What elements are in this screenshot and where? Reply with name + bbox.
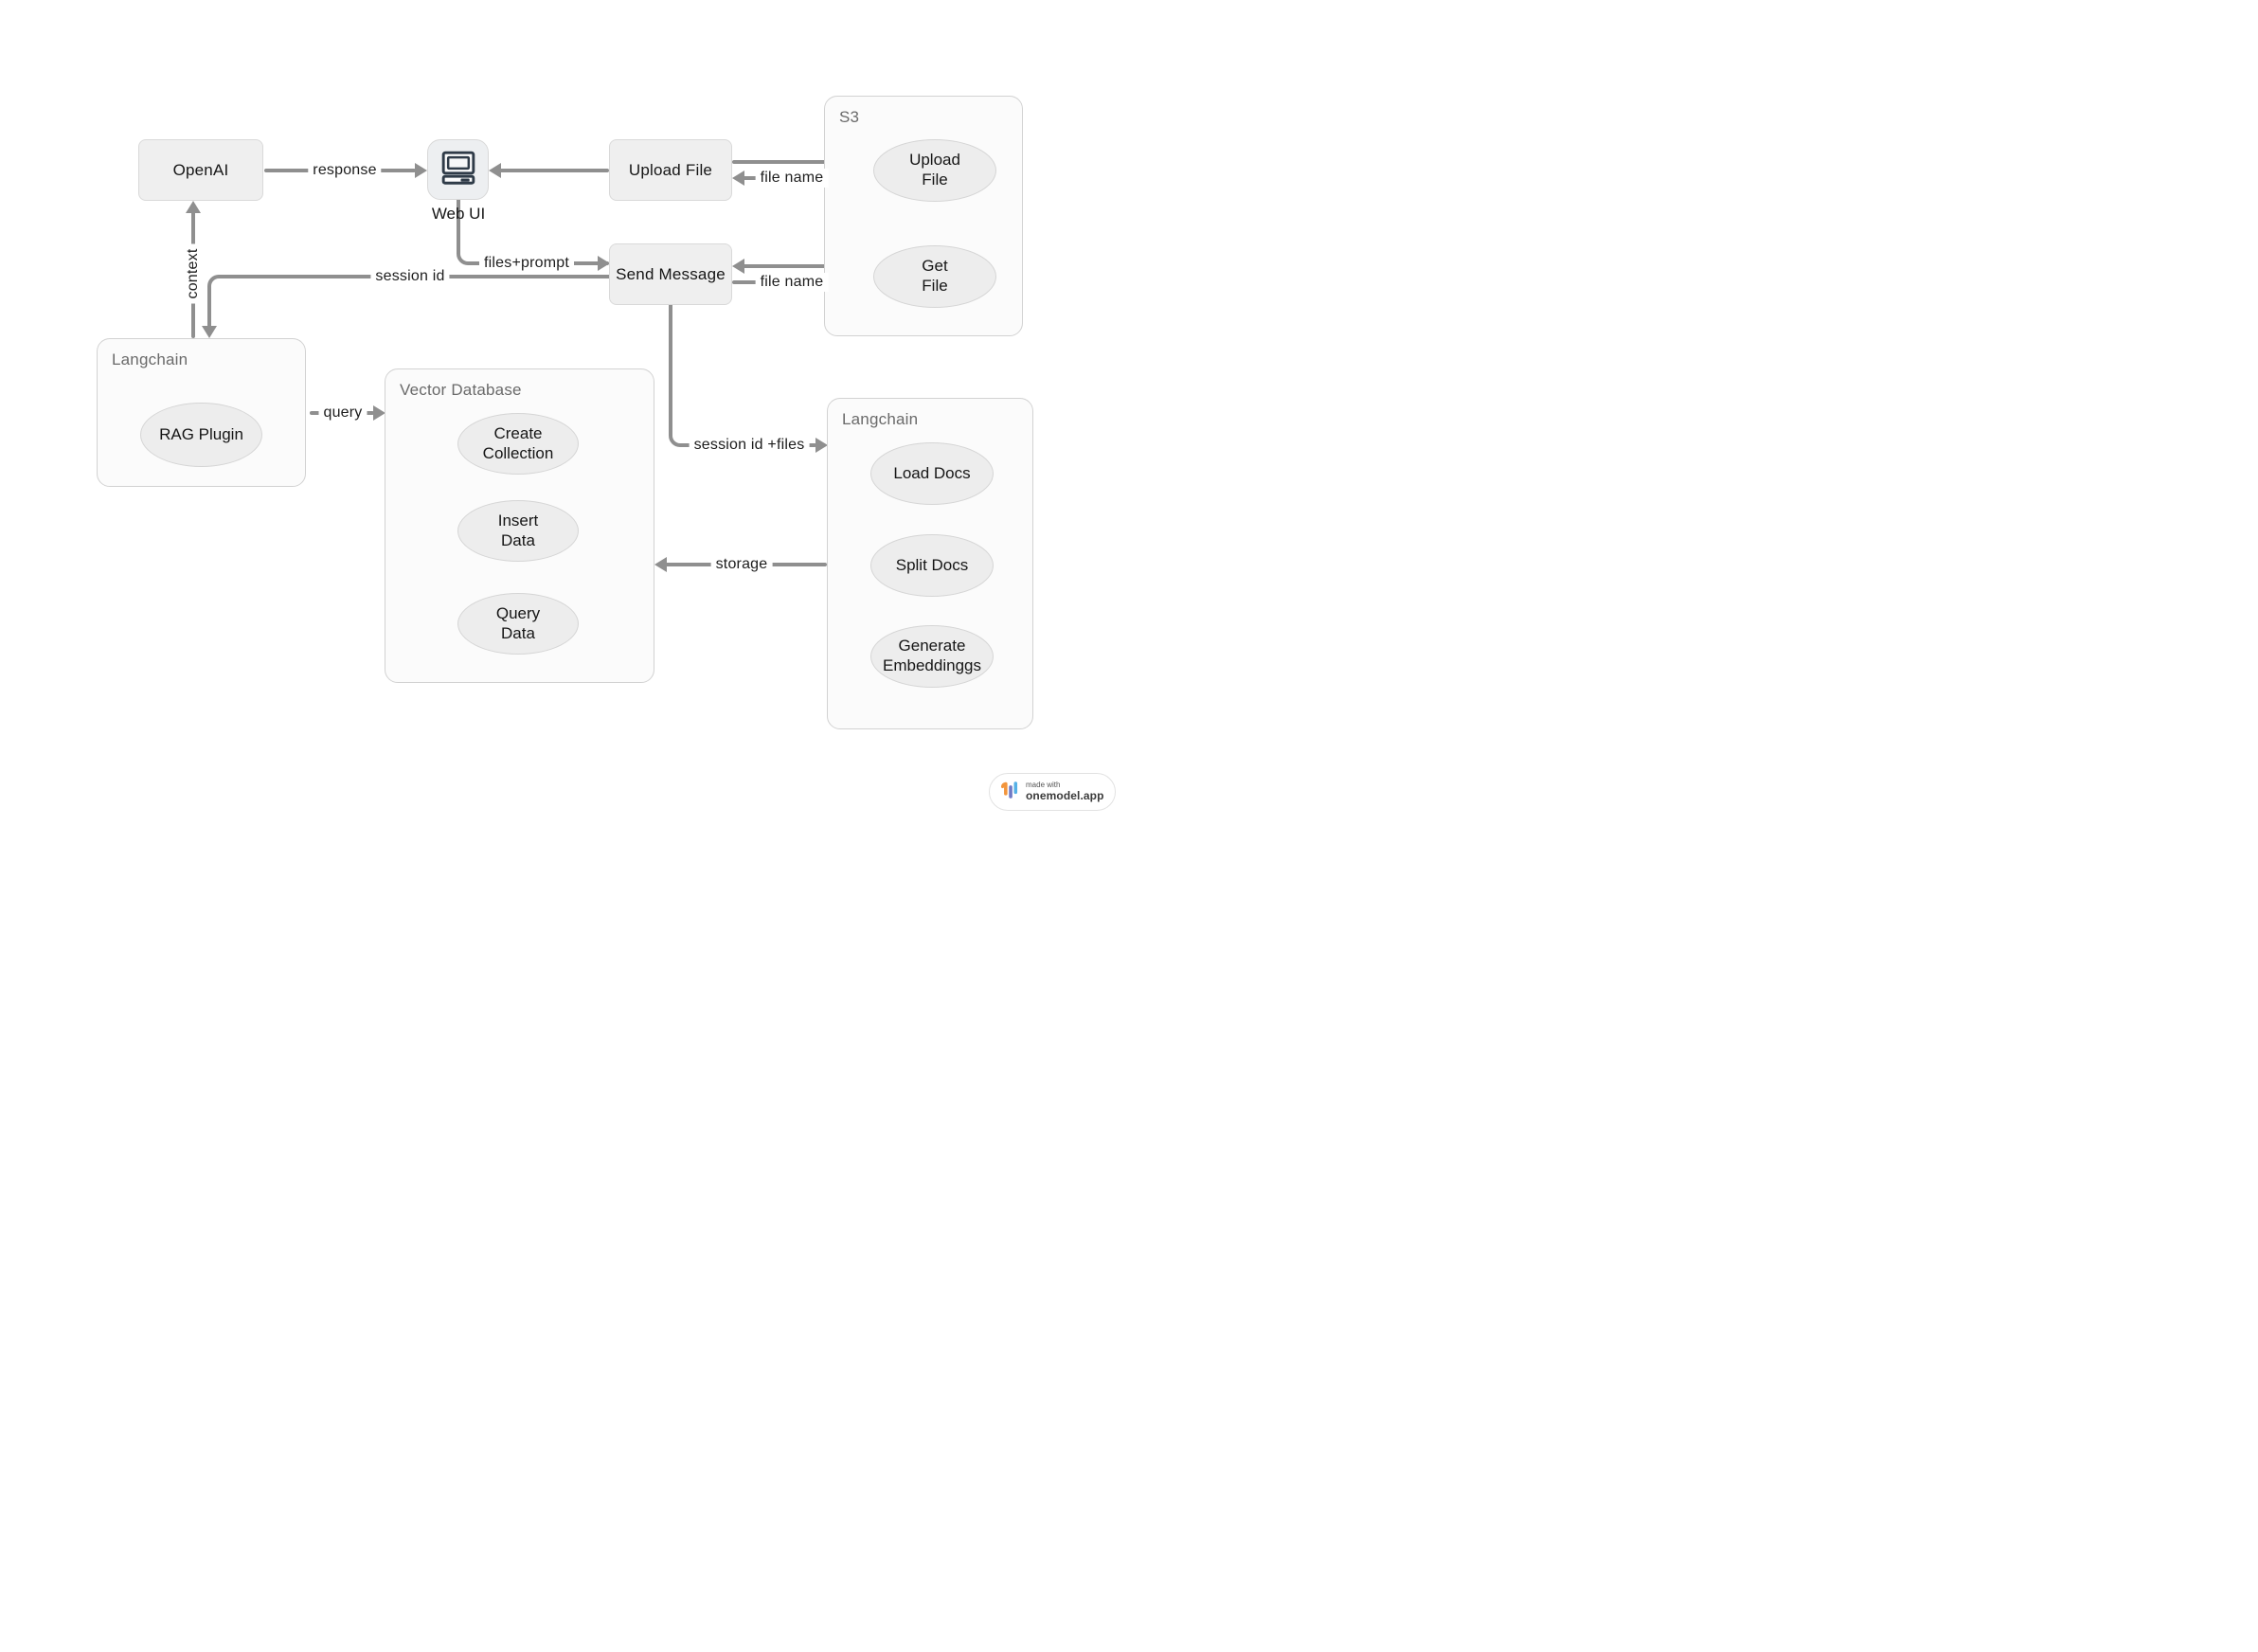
- ellipse-create-collection[interactable]: Create Collection: [457, 413, 579, 475]
- edge-label-file-name-upload: file name: [755, 169, 829, 188]
- node-send-message[interactable]: Send Message: [609, 243, 732, 305]
- ellipse-s3-upload-file[interactable]: Upload File: [873, 139, 996, 202]
- ellipse-label: Query: [495, 603, 541, 622]
- ellipse-label: Insert: [497, 511, 539, 530]
- edge-getfile-sendmessage: [743, 264, 873, 268]
- container-langchain-left-label: Langchain: [112, 350, 188, 368]
- ellipse-label: Create: [493, 423, 543, 442]
- ellipse-generate-embeddings[interactable]: Generate Embeddinggs: [870, 625, 994, 688]
- ellipse-insert-data[interactable]: Insert Data: [457, 500, 579, 562]
- ellipse-load-docs[interactable]: Load Docs: [870, 442, 994, 505]
- container-vector-database-label: Vector Database: [400, 381, 522, 399]
- ellipse-label: Collection: [482, 443, 554, 462]
- edge-label-query: query: [318, 404, 367, 422]
- ellipse-label: File: [922, 171, 948, 189]
- ellipse-label: Get: [922, 257, 948, 276]
- ellipse-label: File: [922, 277, 948, 295]
- arrowhead-storage: [654, 557, 667, 572]
- ellipse-label: Upload: [909, 151, 960, 170]
- arrowhead-uploadfile-webui: [489, 163, 501, 178]
- web-ui-node[interactable]: [427, 139, 489, 200]
- edge-label-response: response: [308, 161, 382, 180]
- arrowhead-response: [415, 163, 427, 178]
- diagram-canvas: S3 Upload File Get File Langchain RAG Pl…: [0, 0, 1129, 826]
- badge-made-with: made with: [1026, 781, 1061, 789]
- edge-webui-sendmessage-2: [568, 261, 609, 265]
- node-upload-file[interactable]: Upload File: [609, 139, 732, 201]
- edge-label-session-id: session id: [370, 267, 450, 286]
- onemodel-badge[interactable]: made with onemodel.app: [989, 773, 1116, 811]
- arrowhead-getfile-sendmessage: [732, 259, 744, 274]
- ellipse-label: Generate: [898, 637, 966, 655]
- node-openai[interactable]: OpenAI: [138, 139, 263, 201]
- node-upload-file-label: Upload File: [628, 160, 713, 179]
- ellipse-label: RAG Plugin: [159, 424, 243, 443]
- arrowhead-context: [186, 201, 201, 213]
- ellipse-label: Data: [501, 623, 535, 642]
- badge-brand: onemodel.app: [1026, 788, 1104, 802]
- ellipse-split-docs[interactable]: Split Docs: [870, 534, 994, 597]
- node-openai-label: OpenAI: [172, 160, 229, 179]
- onemodel-logo-icon: [999, 781, 1019, 804]
- node-send-message-label: Send Message: [616, 264, 726, 283]
- edge-sendmessage-langchainright: [669, 305, 773, 447]
- ellipse-label: Split Docs: [895, 555, 969, 574]
- edge-label-files-prompt: files+prompt: [479, 254, 574, 273]
- edge-uploadfile-webui: [499, 169, 609, 172]
- edge-label-file-name-get: file name: [755, 273, 829, 292]
- arrowhead-query: [373, 405, 385, 421]
- ellipse-label: Embeddinggs: [883, 656, 981, 674]
- edge-label-session-id-files: session id +files: [689, 436, 810, 455]
- arrowhead-session-id-files: [815, 438, 828, 453]
- edge-uploadfile-s3upload: [732, 160, 863, 164]
- ellipse-query-data[interactable]: Query Data: [457, 593, 579, 655]
- ellipse-s3-get-file[interactable]: Get File: [873, 245, 996, 308]
- ellipse-rag-plugin[interactable]: RAG Plugin: [140, 403, 262, 467]
- edge-label-context: context: [184, 243, 203, 304]
- arrowhead-session-id: [202, 326, 217, 338]
- web-ui-label: Web UI: [431, 205, 486, 223]
- computer-icon: [439, 150, 477, 190]
- container-s3-label: S3: [839, 108, 860, 126]
- ellipse-label: Load Docs: [893, 463, 971, 482]
- arrowhead-s3upload-uploadfile: [732, 171, 744, 186]
- container-langchain-right-label: Langchain: [842, 410, 919, 428]
- arrowhead-files-prompt: [598, 256, 610, 271]
- edge-label-storage: storage: [710, 555, 773, 574]
- ellipse-label: Data: [501, 530, 535, 549]
